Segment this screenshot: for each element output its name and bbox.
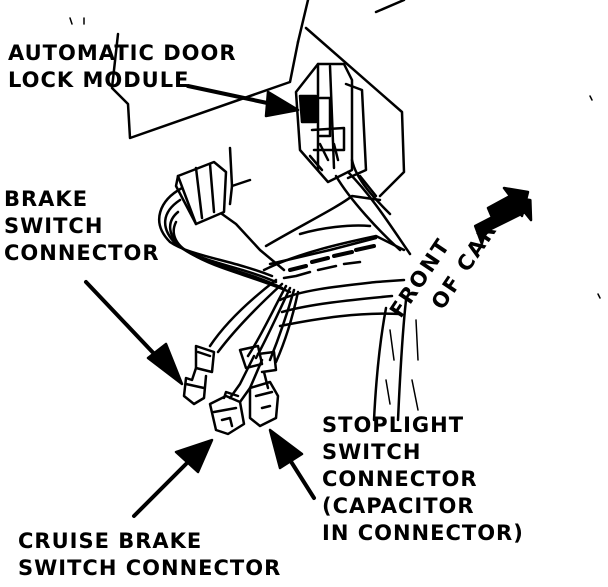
arrow-cruise-brake-switch-connector [132, 438, 214, 518]
pointer-arrows [84, 84, 316, 518]
cruise-brake-switch-connector [208, 390, 246, 436]
label-line: AUTOMATIC DOOR [8, 41, 237, 65]
harness-wires [158, 186, 292, 294]
lower-harness [372, 298, 419, 422]
arrow-stoplight-switch-connector [268, 428, 316, 500]
tick-marks [589, 95, 601, 299]
main-harness-bundle [262, 158, 412, 328]
label-line: CONNECTOR [322, 467, 478, 491]
branch-wires [208, 278, 300, 404]
label-line: BRAKE [4, 187, 89, 211]
label-cruise-brake-switch-connector: CRUISE BRAKE SWITCH CONNECTOR [18, 528, 281, 582]
label-line: STOPLIGHT [322, 413, 465, 437]
dashboard-panel [69, 0, 406, 206]
label-line: SWITCH [322, 440, 422, 464]
label-line: SWITCH [4, 214, 104, 238]
label-brake-switch-connector: BRAKE SWITCH CONNECTOR [4, 186, 160, 267]
brake-switch-connector [182, 344, 216, 406]
stoplight-switch-connector [238, 344, 280, 428]
label-line: CONNECTOR [4, 241, 160, 265]
arrow-brake-switch-connector [84, 280, 184, 386]
front-of-car-arrow [473, 186, 533, 246]
label-line: (CAPACITOR [322, 494, 475, 518]
label-line: IN CONNECTOR) [322, 521, 524, 545]
label-line: SWITCH CONNECTOR [18, 556, 282, 580]
door-lock-module [294, 62, 368, 184]
label-stoplight-switch-connector: STOPLIGHT SWITCH CONNECTOR (CAPACITOR IN… [322, 412, 524, 547]
label-line: LOCK MODULE [8, 68, 190, 92]
harness-connector-block [174, 160, 228, 226]
arrow-door-lock-module [186, 84, 300, 118]
label-line: CRUISE BRAKE [18, 529, 203, 553]
label-door-lock-module: AUTOMATIC DOOR LOCK MODULE [8, 40, 237, 94]
